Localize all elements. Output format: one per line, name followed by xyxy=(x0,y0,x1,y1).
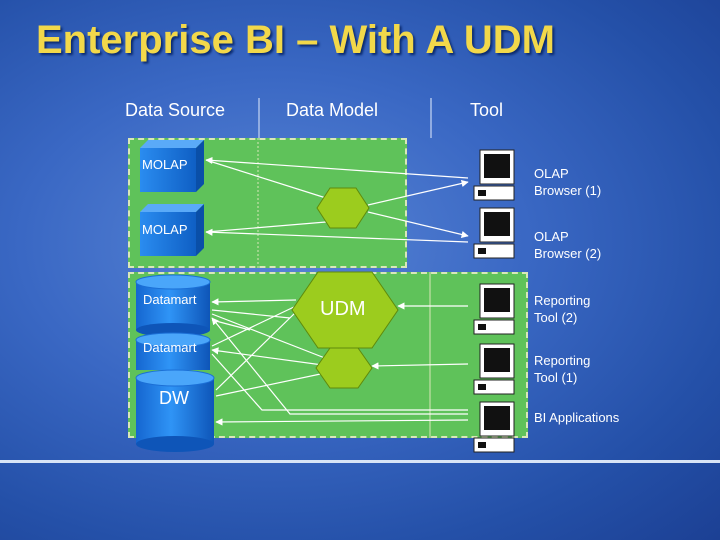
molap-label-1: MOLAP xyxy=(142,157,188,172)
dw-label: DW xyxy=(159,388,189,408)
computer-icon-olap-browser-1 xyxy=(473,149,515,201)
molap-cube-1 xyxy=(140,140,204,192)
tool-label-reporting-tool-2: Reporting Tool (2) xyxy=(534,293,591,325)
computer-icon-bi-applications xyxy=(473,401,515,453)
column-header-tool: Tool xyxy=(470,100,504,120)
slide-title: Enterprise BI – With A UDM xyxy=(36,18,555,62)
computer-icon-olap-browser-2 xyxy=(473,207,515,259)
tool-label-bi-applications: BI Applications xyxy=(534,410,620,425)
molap-cube-2 xyxy=(140,204,204,256)
udm-hexagon xyxy=(291,271,399,349)
datamart-label-2: Datamart xyxy=(143,340,197,355)
computer-icon-reporting-tool-2 xyxy=(473,283,515,335)
column-header-data-source: Data Source xyxy=(125,100,226,120)
datamart-cylinder-2 xyxy=(135,332,211,370)
udm-label: UDM xyxy=(320,298,366,320)
dw-cylinder xyxy=(135,369,215,452)
tool-label-reporting-tool-1: Reporting Tool (1) xyxy=(534,353,591,385)
model-hexagon-2 xyxy=(315,347,373,389)
connector-lines xyxy=(205,156,469,426)
column-divider-1 xyxy=(258,98,260,138)
model-hexagon-1 xyxy=(316,187,370,229)
molap-label-2: MOLAP xyxy=(142,222,188,237)
computer-icon-reporting-tool-1 xyxy=(473,343,515,395)
tool-label-olap-browser-2: OLAP Browser (2) xyxy=(534,229,602,261)
datamart-label-1: Datamart xyxy=(143,292,197,307)
column-divider-2 xyxy=(430,98,432,138)
footer-rule xyxy=(0,460,720,463)
tool-label-olap-browser-1: OLAP Browser (1) xyxy=(534,166,602,198)
column-header-data-model: Data Model xyxy=(286,100,379,120)
